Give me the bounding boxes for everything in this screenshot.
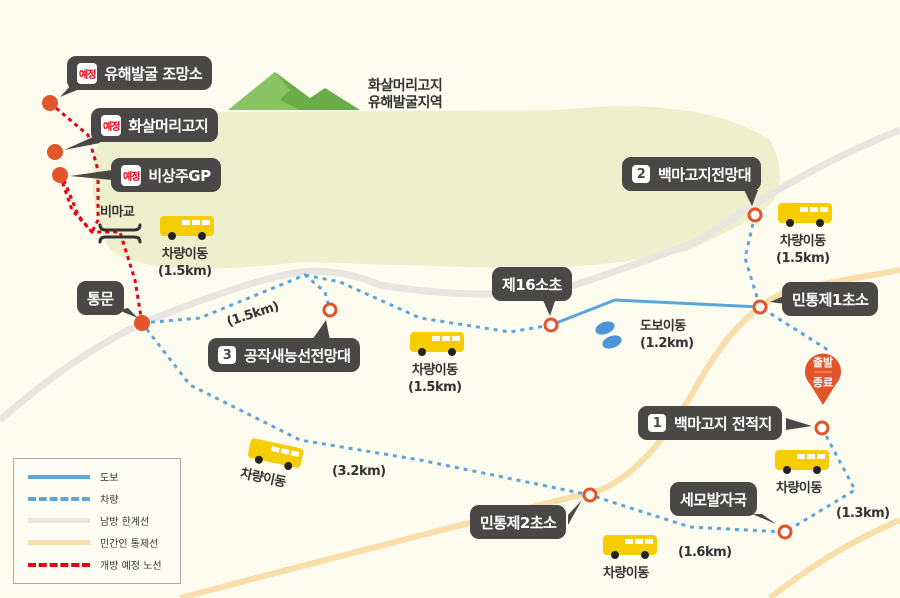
distance-label: (1.6km)	[678, 545, 732, 560]
legend-swatch	[28, 518, 90, 523]
stop-name: 유해발굴 조망소	[104, 64, 203, 83]
mode-label: 도보이동	[640, 319, 686, 334]
planned-badge: 예정	[77, 62, 98, 84]
stop-excavation-viewpoint[interactable]: 예정 유해발굴 조망소	[67, 56, 213, 90]
bus-icon	[775, 450, 829, 474]
legend-vehicle: 차량	[28, 491, 118, 506]
vehicle-segment-2: 차량이동 (1.5km)	[408, 362, 462, 396]
distance-label: (1.3km)	[836, 506, 890, 521]
mode-label: 차량이동	[411, 363, 458, 378]
distance-label: (1.5km)	[408, 380, 462, 395]
stop-name: 백마고지 전적지	[674, 414, 772, 433]
legend: 도보 차량 남방 한계선 민간인 통제선 개방 예정 노선	[13, 458, 181, 584]
legend-walk: 도보	[28, 469, 118, 484]
planned-badge: 예정	[101, 114, 122, 136]
distance-label: (3.2km)	[332, 464, 386, 479]
vehicle-segment-6: 차량이동	[603, 566, 649, 581]
region-label-line1: 화살머리고지	[368, 78, 443, 94]
legend-swatch	[28, 474, 90, 479]
label-tails	[60, 84, 812, 525]
walk-route	[550, 298, 761, 327]
checkpoint-semo[interactable]: 세모발자국	[670, 482, 757, 516]
planned-stop-dots	[42, 95, 150, 331]
stop-2[interactable]: 2 백마고지전망대	[622, 157, 762, 191]
bus-icon	[247, 438, 304, 470]
stop-number: 3	[218, 346, 236, 364]
start-label: 출발	[812, 356, 834, 369]
mode-label: 차량이동	[779, 234, 826, 249]
bus-icon	[778, 203, 832, 227]
mode-label: 차량이동	[161, 247, 208, 262]
distance-label: (1.5km)	[776, 251, 830, 266]
vehicle-segment-3: 차량이동 (1.5km)	[776, 233, 830, 267]
legend-label: 차량	[100, 495, 119, 506]
checkpoint-post16[interactable]: 제16소초	[492, 267, 572, 301]
stop-circles	[322, 207, 830, 540]
bus-icon	[603, 535, 657, 559]
legend-swatch	[28, 562, 90, 567]
legend-swatch	[28, 540, 90, 545]
stop-number: 1	[648, 414, 666, 432]
legend-label: 개방 예정 노선	[100, 561, 162, 572]
stop-3[interactable]: 3 공작새능선전망대	[208, 338, 361, 372]
legend-label: 남방 한계선	[100, 517, 150, 528]
stop-1[interactable]: 1 백마고지 전적지	[638, 406, 782, 440]
legend-swatch	[28, 496, 90, 501]
distance-label: (1.5km)	[158, 264, 212, 279]
walk-segment: 도보이동 (1.2km)	[640, 318, 694, 352]
stop-name: 백마고지전망대	[658, 165, 752, 184]
legend-label: 도보	[100, 473, 119, 484]
checkpoint-mintong1[interactable]: 민통제1초소	[782, 282, 879, 316]
bus-icon	[410, 332, 464, 356]
legend-civilian-control: 민간인 통제선	[28, 535, 158, 550]
stop-name: 화살머리고지	[128, 116, 209, 135]
distance-label: (1.2km)	[640, 336, 694, 351]
vehicle-segment-1: 차량이동 (1.5km)	[158, 246, 212, 280]
stop-hwasalmeori[interactable]: 예정 화살머리고지	[91, 108, 219, 142]
stop-gp[interactable]: 예정 비상주GP	[111, 158, 221, 192]
bus-icon	[160, 216, 214, 240]
planned-badge: 예정	[121, 164, 142, 186]
footprints-icon	[595, 321, 622, 349]
map-pin-icon	[805, 353, 841, 405]
stop-name: 공작새능선전망대	[244, 346, 351, 365]
planned-route	[49, 101, 144, 324]
legend-planned: 개방 예정 노선	[28, 557, 162, 572]
legend-south-limit: 남방 한계선	[28, 513, 149, 528]
stop-name: 비상주GP	[148, 166, 211, 185]
checkpoint-mintong2[interactable]: 민통제2초소	[470, 505, 567, 539]
region-label-line2: 유해발굴지역	[368, 95, 443, 111]
excavation-region	[92, 106, 781, 269]
south-limit-line	[0, 126, 900, 423]
end-label: 종료	[812, 376, 834, 389]
civilian-control-line	[179, 267, 900, 598]
bridge-label: 비마교	[100, 205, 135, 220]
gate-label[interactable]: 통문	[77, 281, 124, 315]
stop-number: 2	[632, 165, 650, 183]
bridge-icon	[98, 223, 142, 244]
legend-label: 민간인 통제선	[100, 539, 159, 550]
start-end-marker[interactable]: 출발 종료	[804, 350, 842, 406]
vehicle-segment-5: 차량이동	[776, 481, 822, 496]
